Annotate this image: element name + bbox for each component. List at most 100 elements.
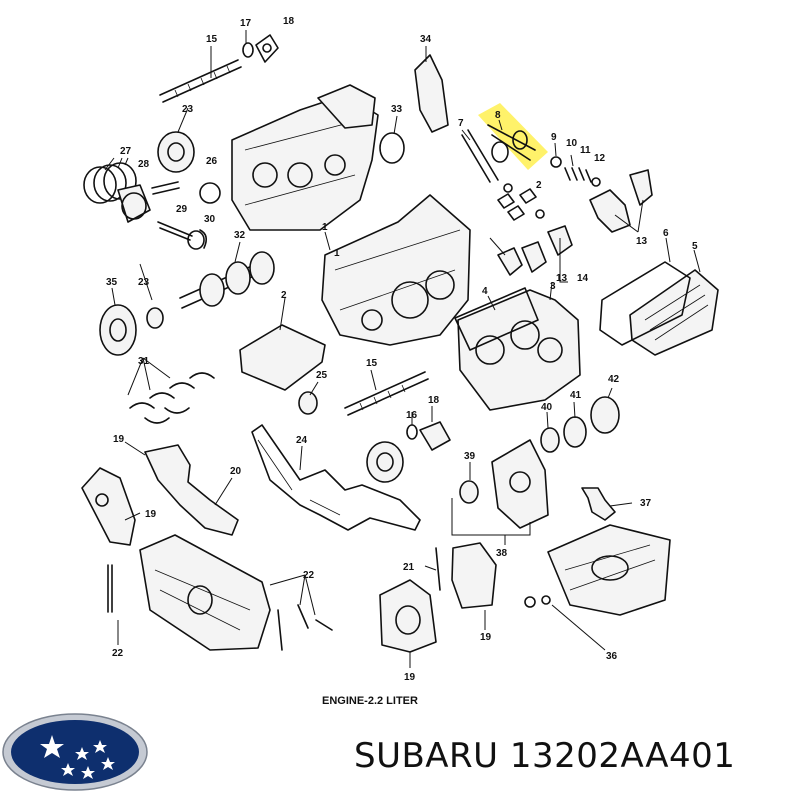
callout-4: 4 [482,286,488,297]
belt-cover-34 [414,54,449,133]
callout-22-right: 22 [303,570,315,581]
callout-42: 42 [608,374,620,385]
seal-16 [406,424,418,440]
callout-23: 23 [182,104,194,115]
callout-20: 20 [230,466,242,477]
crank-sprocket-23 [146,307,164,329]
cylinder-block-upper [231,84,379,231]
cam-gear-23 [157,131,195,173]
callout-19-bottom: 19 [404,672,416,683]
callout-2: 2 [536,180,542,191]
connecting-rod-29 [157,221,205,250]
callout-17: 17 [240,18,252,29]
callout-13-mid: 13 [556,273,568,284]
logo-star-icon [40,735,115,779]
callout-39: 39 [464,451,476,462]
callout-36: 36 [606,651,618,662]
callout-16: 16 [406,410,418,421]
callout-labels: 15 17 18 34 23 33 27 28 26 29 30 7 8 9 1… [106,16,698,683]
callout-1-block: 1 [334,248,340,259]
callout-22-left: 22 [112,648,124,659]
callout-35: 35 [106,277,118,288]
callout-19-mid: 19 [145,509,157,520]
valve-7 [461,129,499,183]
callout-10: 10 [566,138,578,149]
brand-name: SUBARU [354,736,499,776]
callout-30: 30 [204,214,216,225]
callout-19-right: 19 [480,632,492,643]
callout-28: 28 [138,159,150,170]
valve-keeper-9 [550,156,562,168]
part-label: SUBARU 13202AA401 [354,736,735,776]
cylinder-block-lower [321,194,471,346]
callout-3: 3 [550,281,556,292]
drain-plug [524,596,536,608]
callout-25: 25 [316,370,328,381]
seal-17 [242,42,254,58]
callout-21: 21 [403,562,415,573]
head-gasket-4 [454,287,539,351]
seal-26 [199,182,221,204]
crank-pulley-35 [99,304,137,356]
bolts-22-right [277,604,333,651]
camshaft-lower [344,371,429,416]
callout-12: 12 [594,153,606,164]
callout-5: 5 [692,241,698,252]
valve-springs-10-12 [564,167,601,187]
callout-31: 31 [138,356,150,367]
drain-washer [541,595,551,605]
oil-strainer-37 [581,487,616,521]
callout-19-left: 19 [113,434,125,445]
callout-9: 9 [551,132,557,143]
callout-32: 32 [234,230,246,241]
callout-29: 29 [176,204,188,215]
callout-41: 41 [570,390,582,401]
callout-34: 34 [420,34,432,45]
rocker-arms-13-middle [497,225,573,276]
callout-15: 15 [206,34,218,45]
cam-gear-lower [366,441,404,483]
callout-40: 40 [541,402,553,413]
callout-18: 18 [283,16,295,27]
bracket-21 [435,547,441,591]
callout-27: 27 [120,146,132,157]
cam-sprocket-18 [255,34,279,63]
callout-1: 1 [322,222,328,233]
part-number: 13202AA401 [509,736,736,776]
oil-pump-2 [239,324,326,391]
callout-6: 6 [663,228,669,239]
lifters-lower [497,183,545,221]
diagram-caption: ENGINE-2.2 LITER [322,695,418,707]
callout-26: 26 [206,156,218,167]
callout-33: 33 [391,104,403,115]
callout-7: 7 [458,118,464,129]
pulley-42 [590,396,620,434]
oil-seal-33 [379,132,405,164]
seal-40 [540,427,560,453]
subaru-logo [2,713,148,791]
camshaft-upper [159,59,242,103]
main-bearings-31 [129,372,215,424]
callout-38: 38 [496,548,508,559]
crankshaft-32 [179,251,275,309]
belt-cover-20 [81,467,136,546]
bolt-22-left [107,564,113,613]
callout-14: 14 [577,273,589,284]
cylinder-head-3 [457,289,581,411]
rocker-cover-5 [629,269,719,356]
rocker-arm-8 [487,124,536,163]
callout-23-mid: 23 [138,277,150,288]
sprocket-18-lower [419,421,451,451]
water-pump-cover-19 [451,542,497,609]
oil-pump-38 [491,439,549,529]
timing-belt-24 [251,424,421,531]
callout-11: 11 [580,145,591,156]
callout-15-lower: 15 [366,358,378,369]
cover-gasket-6 [599,261,691,346]
idler-25 [298,391,318,415]
callout-2-lower: 2 [281,290,287,301]
callout-24: 24 [296,435,308,446]
callout-8: 8 [495,110,501,121]
crank-cover-19 [379,579,437,653]
